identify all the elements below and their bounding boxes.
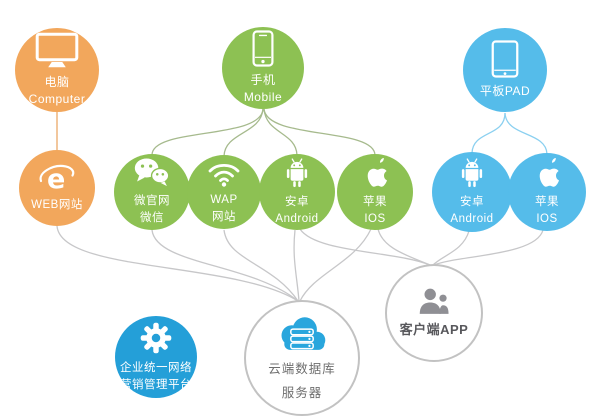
edge-androidb-clientapp <box>432 230 470 266</box>
smartphone-icon <box>252 30 274 67</box>
mobile-label-zh: 手机 <box>250 72 276 87</box>
cloud-db-label-2: 服务器 <box>281 386 323 400</box>
edge-pad-android <box>471 112 506 154</box>
gear-icon <box>139 321 173 355</box>
edge-androidg-clientapp <box>299 228 431 266</box>
node-android-green: 安卓 Android <box>259 154 335 230</box>
internet-explorer-icon: e <box>37 162 77 192</box>
edge-mobile-ios <box>263 108 376 156</box>
edge-mobile-wap <box>223 108 264 157</box>
wechat-label-1: 微官网 <box>134 195 170 208</box>
computer-label-zh: 电脑 <box>44 74 70 89</box>
platform-arrow <box>196 345 243 370</box>
apple-icon <box>362 157 389 189</box>
edge-iosg-clientapp <box>377 228 431 266</box>
edge-web-clouddb <box>56 225 299 302</box>
android-blue-label-1: 安卓 <box>460 195 484 208</box>
node-wechat: 微官网 微信 <box>114 154 190 230</box>
node-cloud-db: 云端数据库 服务器 <box>244 300 360 416</box>
edge-mobile-android <box>263 108 298 156</box>
client-app-label: 客户端APP <box>399 321 469 337</box>
node-platform: 企业统一网络 营销管理平台 <box>115 316 197 398</box>
node-wap: WAP 网站 <box>187 155 261 229</box>
computer-label-en: Computer <box>28 92 86 106</box>
wechat-label-2: 微信 <box>140 212 164 224</box>
apple-icon <box>534 157 561 189</box>
edge-wechat-clouddb <box>151 229 299 302</box>
ios-blue-label-1: 苹果 <box>535 195 559 208</box>
node-computer: 电脑 Computer <box>15 28 99 112</box>
android-blue-label-2: Android <box>450 212 494 225</box>
wap-label-1: WAP <box>210 193 238 206</box>
edge-iosb-clientapp <box>433 229 544 266</box>
ios-green-label-1: 苹果 <box>363 195 387 208</box>
wifi-icon <box>207 159 241 187</box>
pad-label: 平板PAD <box>479 83 531 98</box>
node-ios-green: 苹果 IOS <box>337 154 413 230</box>
ios-green-label-2: IOS <box>364 212 386 225</box>
android-icon <box>457 157 487 189</box>
node-client-app: 客户端APP <box>385 264 483 362</box>
platform-label-1: 企业统一网络 <box>120 361 192 374</box>
mobile-label-en: Mobile <box>243 90 283 104</box>
edge-pad-ios <box>504 112 548 155</box>
cloud-db-label-1: 云端数据库 <box>268 361 336 376</box>
monitor-icon <box>35 32 79 69</box>
svg-text:e: e <box>47 164 65 192</box>
web-label: WEB网站 <box>31 199 83 212</box>
wap-label-2: 网站 <box>212 210 236 223</box>
node-android-blue: 安卓 Android <box>432 152 512 232</box>
users-icon <box>415 287 453 316</box>
node-ios-blue: 苹果 IOS <box>508 153 586 231</box>
edge-mobile-wechat <box>151 108 264 156</box>
edge-iosg-clouddb <box>299 228 372 302</box>
edge-wap-clouddb <box>223 229 299 302</box>
android-green-label-1: 安卓 <box>285 195 309 208</box>
node-pad: 平板PAD <box>463 28 547 112</box>
android-icon <box>282 157 312 189</box>
edge-androidg-clouddb <box>293 229 300 302</box>
tablet-icon <box>491 40 519 78</box>
wechat-icon <box>133 157 171 188</box>
node-mobile: 手机 Mobile <box>222 27 304 109</box>
android-green-label-2: Android <box>275 212 319 225</box>
ios-blue-label-2: IOS <box>536 212 558 225</box>
platform-label-2: 营销管理平台 <box>120 378 192 391</box>
node-web: e WEB网站 <box>19 150 95 226</box>
cloud-server-icon <box>275 314 329 355</box>
